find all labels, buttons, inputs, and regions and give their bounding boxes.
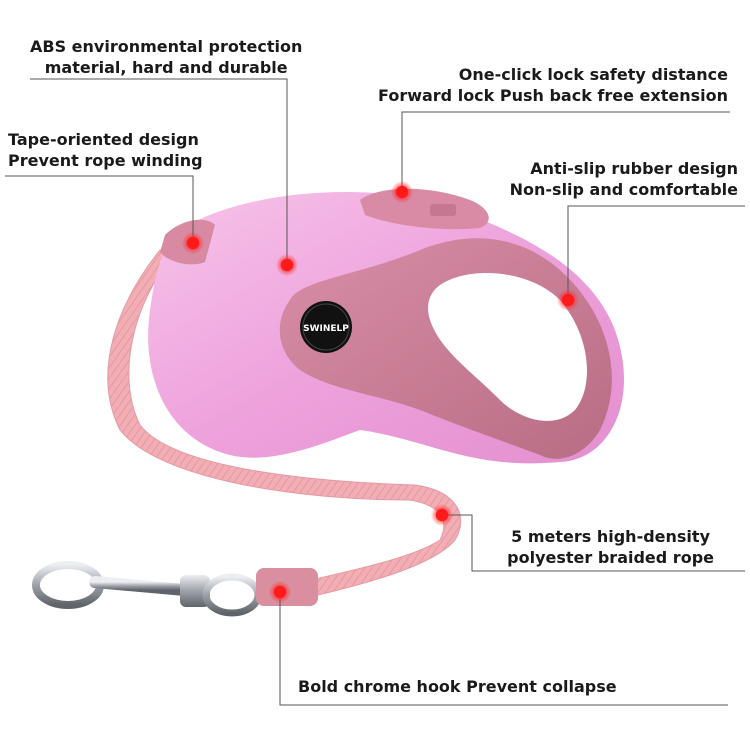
label-abs-line2: material, hard and durable [44, 58, 288, 77]
label-hook-line1: Bold chrome hook Prevent collapse [298, 677, 617, 696]
dot-antislip [557, 289, 579, 311]
label-abs-line1: ABS environmental protection [30, 37, 303, 56]
label-rope: 5 meters high-density polyester braided … [507, 526, 714, 568]
label-rope-line1: 5 meters high-density [511, 527, 710, 546]
label-antislip-line2: Non-slip and comfortable [509, 180, 738, 199]
dot-rope [431, 504, 453, 526]
label-lock: One-click lock safety distance Forward l… [378, 64, 728, 106]
brand-badge-text: SWINELP [303, 324, 349, 334]
dot-hook [269, 581, 291, 603]
lock-button [360, 188, 489, 230]
label-tape: Tape-oriented design Prevent rope windin… [8, 129, 203, 171]
dot-tape [182, 232, 204, 254]
label-tape-line1: Tape-oriented design [8, 130, 199, 149]
dot-lock [391, 181, 413, 203]
dot-abs [276, 254, 298, 276]
label-lock-line1: One-click lock safety distance [458, 65, 728, 84]
label-tape-line2: Prevent rope winding [8, 151, 203, 170]
label-rope-line2: polyester braided rope [507, 548, 714, 567]
brand-badge [300, 301, 352, 353]
label-lock-line2: Forward lock Push back free extension [378, 86, 728, 105]
label-hook: Bold chrome hook Prevent collapse [298, 676, 617, 697]
label-abs: ABS environmental protection material, h… [30, 36, 302, 78]
handle-opening [428, 273, 587, 421]
label-antislip: Anti-slip rubber design Non-slip and com… [510, 158, 738, 200]
label-antislip-line1: Anti-slip rubber design [530, 159, 738, 178]
